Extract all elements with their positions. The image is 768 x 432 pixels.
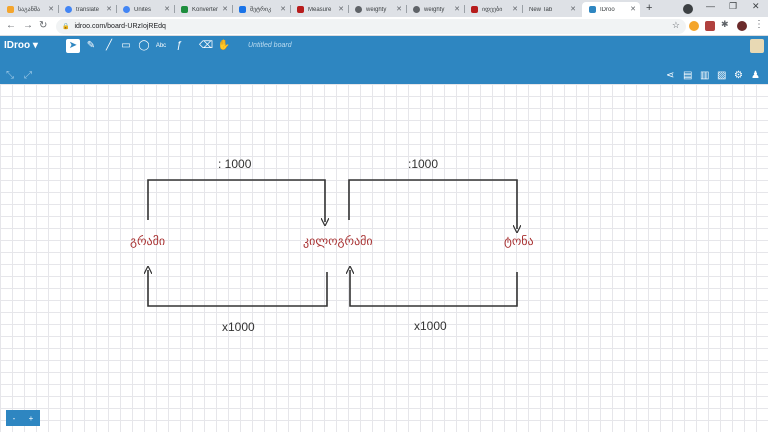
select-tool-icon[interactable]: ➤ — [66, 39, 80, 53]
user-settings-icon[interactable]: ♟ — [751, 70, 760, 81]
tab-search-icon[interactable] — [683, 4, 693, 14]
rectangle-tool-icon[interactable]: ▭ — [121, 40, 131, 51]
whiteboard-canvas[interactable]: : 1000 :1000 x1000 x1000 გრამი კილოგრამი… — [0, 84, 768, 432]
arrow-kilogram-to-ton — [348, 179, 517, 229]
eraser-tool-icon[interactable]: ⌫ — [199, 40, 214, 51]
bookmark-star-icon[interactable]: ☆ — [671, 20, 680, 30]
close-icon[interactable]: ✕ — [454, 6, 460, 13]
close-icon[interactable]: ✕ — [48, 6, 54, 13]
close-icon[interactable]: ✕ — [630, 6, 636, 13]
board-name[interactable]: Untitled board — [248, 42, 292, 49]
browser-tab[interactable]: Measure ✕ — [290, 2, 348, 17]
close-icon[interactable]: ✕ — [512, 6, 518, 13]
browser-tab[interactable]: მეტრიკ ✕ — [232, 2, 290, 17]
browser-tab[interactable]: weighty ✕ — [406, 2, 464, 17]
image-icon[interactable]: ▨ — [717, 70, 727, 81]
close-icon[interactable]: ✕ — [280, 6, 286, 13]
browser-tab[interactable]: საგანმა ✕ — [0, 2, 58, 17]
flag-icon — [471, 6, 478, 13]
extension-icon[interactable] — [689, 21, 699, 31]
close-icon[interactable]: ✕ — [396, 6, 402, 13]
arrow-ton-to-kilogram — [350, 270, 518, 307]
zoom-control: - + — [6, 410, 40, 426]
lock-icon: 🔒 — [62, 24, 70, 30]
label-divide-1000-left: : 1000 — [218, 157, 252, 171]
puzzle-icon[interactable]: ✱ — [721, 19, 729, 29]
google-icon — [65, 6, 72, 13]
pen-tool-icon[interactable]: ✎ — [86, 40, 96, 51]
close-icon[interactable]: ✕ — [570, 6, 576, 13]
chat-icon[interactable]: ▤ — [683, 70, 693, 81]
zoom-out-button[interactable]: - — [12, 413, 16, 423]
close-icon[interactable]: ✕ — [106, 6, 112, 13]
browser-tab[interactable]: იდეები ✕ — [464, 2, 522, 17]
close-icon[interactable]: ✕ — [338, 6, 344, 13]
check-icon — [181, 6, 188, 13]
address-bar: ← → ↻ 🔒 idroo.com/board-URzIojREdq ☆ ✱ ⋮ — [0, 17, 768, 36]
arrows-layer — [0, 179, 768, 307]
menu-icon[interactable]: ⋮ — [754, 19, 764, 30]
label-kilogram: კილოგრამი — [303, 234, 373, 248]
zoom-in-button[interactable]: + — [28, 413, 34, 423]
undo-icon[interactable]: ⤡ — [6, 70, 14, 81]
url-field[interactable]: 🔒 idroo.com/board-URzIojREdq ☆ — [56, 19, 686, 34]
forward-icon[interactable]: → — [23, 20, 33, 31]
document-icon[interactable]: ▥ — [700, 70, 710, 81]
text-tool-icon[interactable]: Abc — [155, 43, 167, 49]
close-icon[interactable]: ✕ — [164, 6, 170, 13]
orange-face-icon — [7, 6, 14, 13]
doc-icon — [239, 6, 246, 13]
arrow-kilogram-to-gram — [148, 270, 328, 307]
app-toolbar: IDroo ▾ ➤ ✎ ╱ ▭ ◯ Abc ƒ ⌫ ✋ Untitled boa… — [0, 36, 768, 84]
flag-icon — [297, 6, 304, 13]
browser-tab[interactable]: New Tab ✕ — [529, 6, 576, 13]
label-divide-1000-right: :1000 — [408, 157, 439, 171]
globe-icon — [413, 6, 420, 13]
formula-tool-icon[interactable]: ƒ — [176, 40, 182, 51]
ellipse-tool-icon[interactable]: ◯ — [138, 40, 150, 51]
arrow-gram-to-kilogram — [147, 179, 325, 222]
line-tool-icon[interactable]: ╱ — [105, 40, 113, 51]
label-multiply-1000-left: x1000 — [222, 320, 255, 334]
idroo-icon — [589, 6, 596, 13]
settings-gear-icon[interactable]: ⚙ — [734, 70, 743, 81]
shield-icon[interactable] — [705, 21, 715, 31]
back-icon[interactable]: ← — [6, 20, 16, 31]
minimize-icon[interactable]: — — [706, 1, 715, 11]
label-multiply-1000-right: x1000 — [414, 319, 447, 333]
browser-tab-active[interactable]: IDroo ✕ — [582, 2, 640, 17]
redo-icon[interactable]: ⤢ — [24, 70, 32, 81]
profile-avatar[interactable] — [737, 21, 747, 31]
window-close-icon[interactable]: ✕ — [752, 1, 760, 11]
label-gram: გრამი — [130, 234, 166, 248]
browser-tabstrip: საგანმა ✕ translate ✕ Unités ✕ Konverter… — [0, 0, 768, 17]
new-tab-button[interactable]: + — [646, 2, 653, 14]
app-logo[interactable]: IDroo ▾ — [4, 40, 38, 51]
maximize-icon[interactable]: ❐ — [729, 1, 738, 11]
label-ton: ტონა — [504, 234, 534, 248]
hand-tool-icon[interactable]: ✋ — [217, 40, 231, 51]
close-icon[interactable]: ✕ — [222, 6, 228, 13]
browser-tab[interactable]: translate ✕ — [58, 2, 116, 17]
google-icon — [123, 6, 130, 13]
reload-icon[interactable]: ↻ — [39, 20, 48, 31]
browser-tab[interactable]: Unités ✕ — [116, 2, 174, 17]
browser-tab[interactable]: Konverter ✕ — [174, 2, 232, 17]
globe-icon — [355, 6, 362, 13]
browser-tab[interactable]: weighty ✕ — [348, 2, 406, 17]
user-avatar[interactable] — [750, 39, 764, 53]
share-icon[interactable]: ⋖ — [666, 70, 675, 81]
